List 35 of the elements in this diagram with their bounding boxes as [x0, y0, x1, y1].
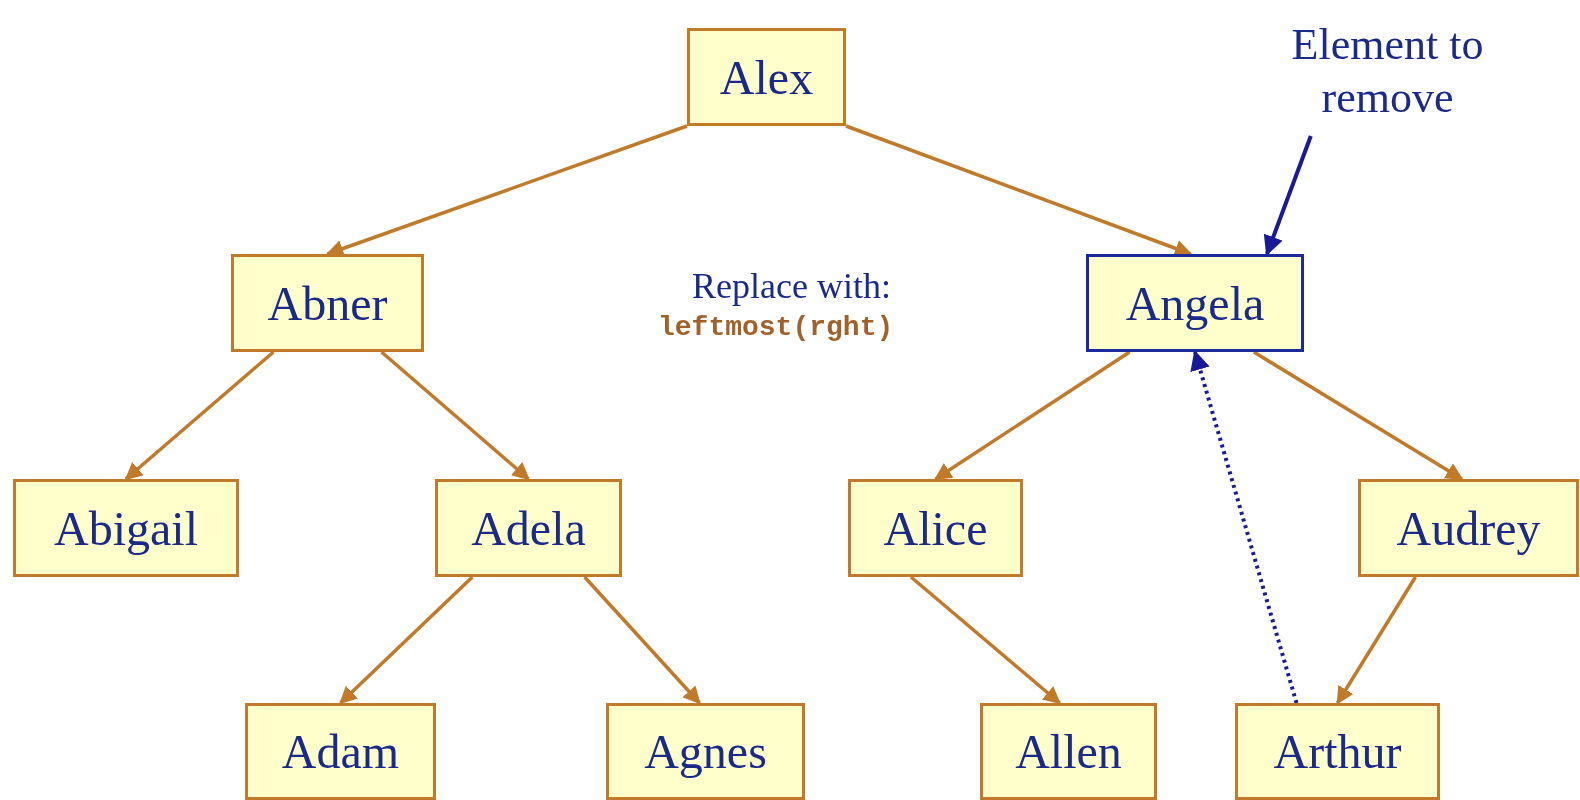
dotted-arrow [1190, 350, 1299, 704]
name-box [1358, 479, 1579, 577]
arrow [583, 575, 701, 705]
name-box [1086, 254, 1304, 352]
node-label: Abner [267, 275, 388, 331]
arrow [380, 350, 530, 481]
arrow [1263, 135, 1313, 256]
annotation-text: Element to remove [1290, 19, 1485, 124]
arrow [909, 575, 1061, 705]
node-label: Agnes [644, 724, 767, 779]
name-box [435, 479, 622, 577]
arrow [339, 575, 474, 705]
node-label: Adela [471, 500, 586, 556]
code-label: leftmost(rght) [658, 312, 894, 343]
name-box [245, 703, 436, 800]
node-label: Audrey [1396, 500, 1541, 556]
arrow [1252, 350, 1464, 481]
name-box [231, 254, 424, 352]
node-label: Abigail [54, 500, 198, 556]
node-label: Adam [281, 724, 400, 779]
name-box [1235, 703, 1440, 800]
node-label: Arthur [1273, 724, 1402, 779]
name-box [687, 28, 846, 126]
name-box [606, 703, 805, 800]
arrow [1336, 576, 1417, 705]
name-box [13, 479, 239, 577]
arrow [934, 350, 1131, 481]
arrow [124, 350, 275, 481]
node-label: Angela [1125, 275, 1265, 331]
node-label: Allen [1015, 724, 1122, 779]
node-label: Alex [719, 49, 814, 105]
name-box [980, 703, 1157, 800]
name-box [848, 479, 1023, 577]
node-label: Alice [883, 500, 988, 556]
note-text: Replace with: [692, 265, 891, 307]
